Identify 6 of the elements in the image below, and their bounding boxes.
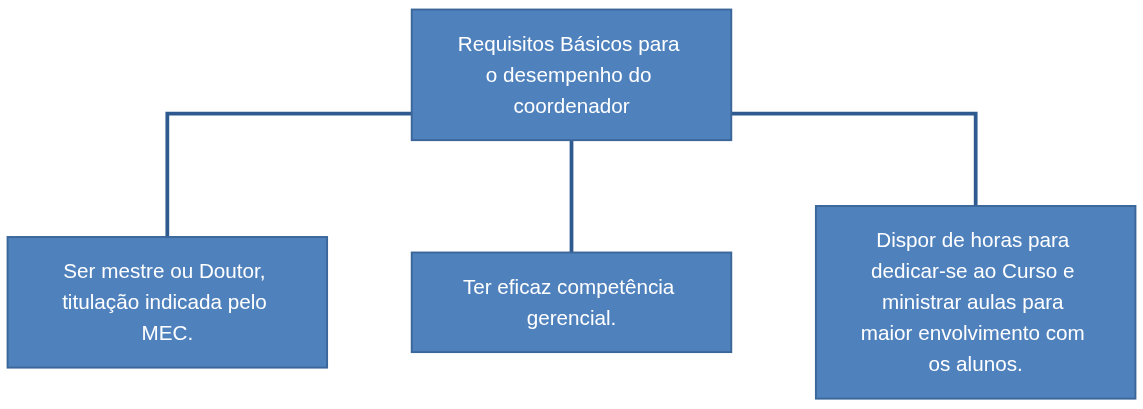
node-box: Dispor de horas para dedicar-se ao Curso e ministrar aulas para maior envolvimento com os alunos. — [814, 205, 1137, 400]
node-box: Ser mestre ou Doutor, titulação indicada pelo MEC. — [6, 236, 329, 369]
connector — [731, 112, 978, 207]
node-box: Requisitos Básicos para o desempenho do coordenador — [410, 9, 733, 142]
connector — [165, 112, 412, 238]
node-box: Ter eficaz competência gerencial. — [410, 251, 733, 354]
